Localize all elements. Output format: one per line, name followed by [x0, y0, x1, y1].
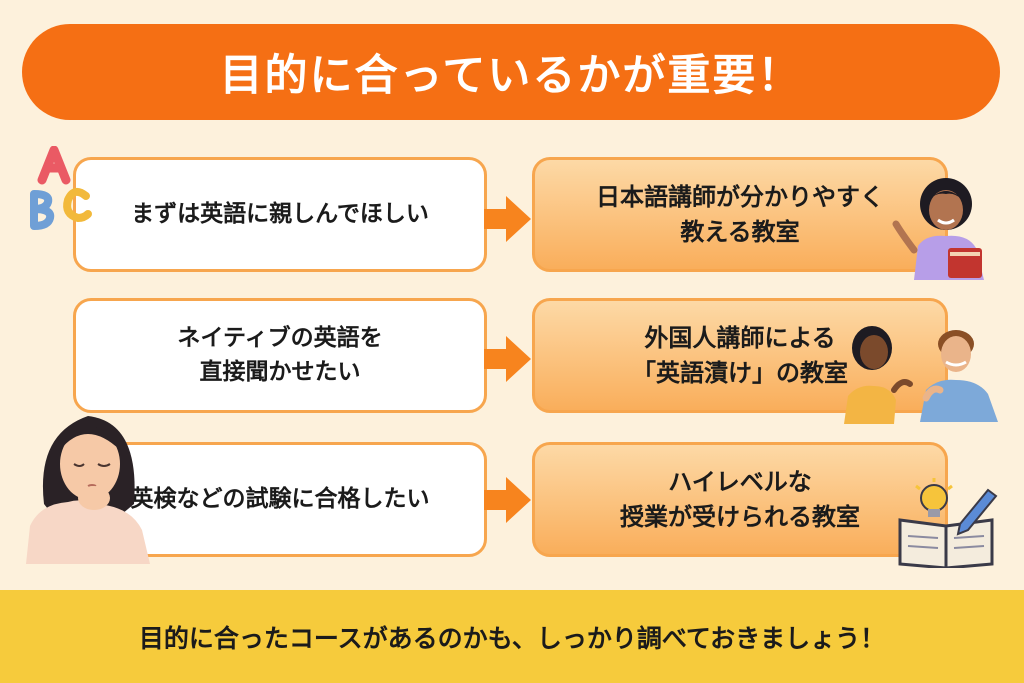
- abc-blocks-icon: [30, 146, 92, 230]
- need-text-2: ネイティブの英語を 直接聞かせたい: [177, 325, 383, 385]
- need-card-1: まずは英語に親しんでほしい: [73, 157, 487, 272]
- book-lightbulb-pencil-icon: [898, 478, 998, 568]
- need-text-3: 英検などの試験に合格したい: [130, 485, 430, 512]
- footer-text: 目的に合ったコースがあるのかも、しっかり調べておきましょう！: [138, 623, 886, 653]
- footer-band: 目的に合ったコースがあるのかも、しっかり調べておきましょう！: [0, 590, 1024, 683]
- worried-girl-icon: [26, 416, 150, 564]
- arrow-right-icon: [484, 196, 531, 242]
- arrow-right-icon: [484, 336, 531, 382]
- teacher-with-books-icon: [892, 178, 984, 280]
- solution-text-1: 日本語講師が分かりやすく 教える教室: [596, 182, 884, 246]
- solution-text-2: 外国人講師による 「英語漬け」の教室: [632, 323, 848, 387]
- arrow-right-icon: [484, 477, 531, 523]
- need-card-2: ネイティブの英語を 直接聞かせたい: [73, 298, 487, 413]
- need-text-1: まずは英語に親しんでほしい: [131, 200, 429, 227]
- solution-card-1: 日本語講師が分かりやすく 教える教室: [532, 157, 948, 272]
- solution-card-3: ハイレベルな 授業が受けられる教室: [532, 442, 948, 557]
- two-foreign-teachers-icon: [844, 326, 998, 424]
- solution-text-3: ハイレベルな 授業が受けられる教室: [620, 467, 860, 531]
- title-banner: 目的に合っているかが重要！: [22, 24, 1000, 120]
- page-title: 目的に合っているかが重要！: [219, 51, 803, 101]
